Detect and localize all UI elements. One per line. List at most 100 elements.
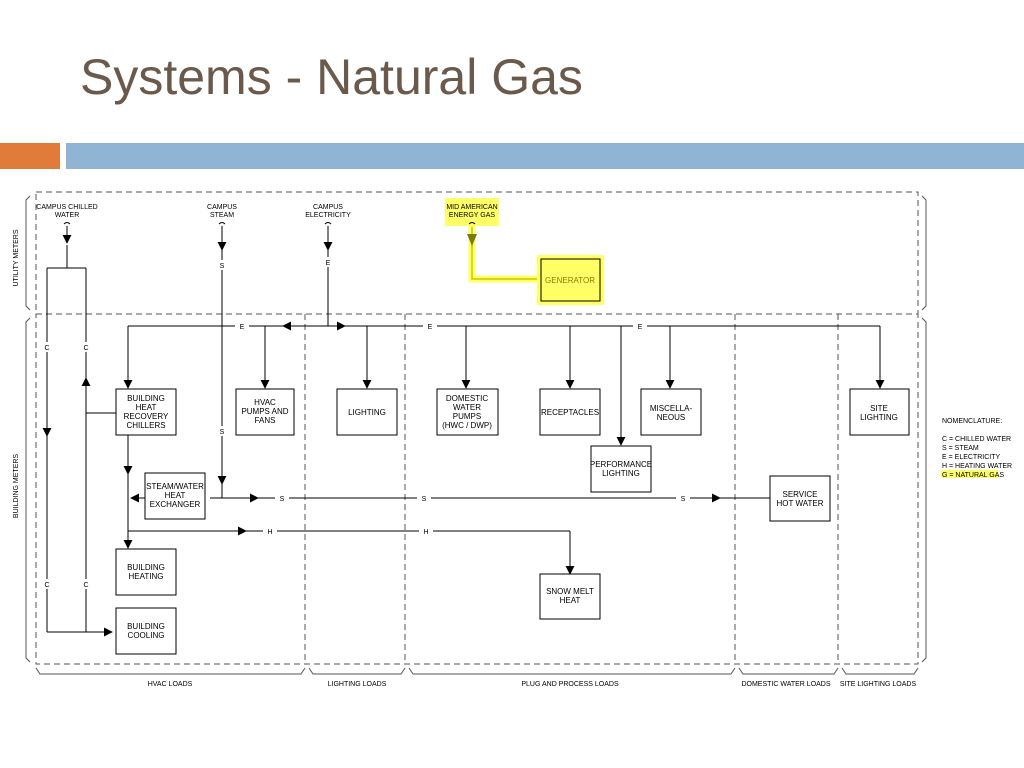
accent-bar	[0, 143, 60, 169]
load-label-hvac: HVAC LOADS	[148, 681, 193, 688]
chillers-line-1: BUILDING	[127, 394, 165, 403]
site-lighting-line-2: LIGHTING	[860, 413, 898, 422]
building-region	[35, 313, 919, 665]
slide-title: Systems - Natural Gas	[80, 49, 583, 105]
region-frames	[35, 191, 919, 665]
letter-s-2: S	[422, 496, 427, 503]
hvac-pumps-line-1: HVAC	[254, 398, 276, 407]
nomenclature-item-g: G = NATURAL GAS	[942, 472, 1004, 479]
load-label-domestic: DOMESTIC WATER LOADS	[741, 681, 830, 688]
source-chilled-water-line-1: CAMPUS CHILLED	[36, 204, 97, 211]
domestic-pumps-line-2: WATER	[453, 403, 481, 412]
nomenclature-item-e: E = ELECTRICITY	[942, 454, 1000, 461]
generator-line-1: GENERATOR	[545, 276, 595, 285]
letter-c-3: C	[44, 582, 49, 589]
domestic-pumps-line-4: (HWC / DWP)	[442, 421, 492, 430]
hot-water-line-1: SERVICE	[783, 490, 818, 499]
source-electricity-line-1: CAMPUS	[313, 204, 343, 211]
site-lighting-line-1: SITE	[870, 404, 888, 413]
receptacles-line-1: RECEPTACLES	[541, 408, 599, 417]
letter-c-2: C	[83, 345, 88, 352]
letter-h-1: H	[267, 529, 272, 536]
heating-box	[115, 548, 177, 596]
letter-s-steam-top: S	[220, 263, 225, 270]
misc-box	[640, 388, 702, 436]
cooling-box	[115, 607, 177, 655]
letter-s-1: S	[280, 496, 285, 503]
heating-line-1: BUILDING	[127, 563, 165, 572]
side-brackets	[25, 195, 927, 663]
nomenclature-gas-highlight	[941, 470, 998, 478]
cooling-line-2: COOLING	[128, 631, 165, 640]
exchanger-line-1: STEAM/WATER	[146, 482, 204, 491]
cooling-line-1: BUILDING	[127, 622, 165, 631]
site-lighting-box	[849, 388, 910, 436]
receptacles-label: RECEPTACLES	[541, 408, 599, 417]
gas-source-highlight	[445, 198, 499, 226]
chillers-box	[115, 388, 177, 436]
generator-box	[540, 258, 601, 302]
letter-s-steam-mid: S	[220, 429, 225, 436]
nomenclature-item-h: H = HEATING WATER	[942, 463, 1012, 470]
load-label-lighting: LIGHTING LOADS	[328, 681, 387, 688]
letter-e-electric-top: E	[326, 260, 331, 267]
load-brackets	[35, 667, 919, 675]
source-steam-line-1: CAMPUS	[207, 204, 237, 211]
performance-line-1: PERFORMANCE	[590, 460, 652, 469]
snow-melt-box	[539, 573, 601, 620]
source-chilled-water-line-2: WATER	[55, 212, 80, 219]
generator-label: GENERATOR	[545, 276, 595, 285]
letter-e-bus-1: E	[240, 324, 245, 331]
generator-highlight	[537, 255, 604, 305]
nomenclature-item-s: S = STEAM	[942, 445, 979, 452]
letter-e-bus-2: E	[428, 324, 433, 331]
receptacles-box	[539, 388, 601, 436]
meter-symbols	[63, 222, 476, 225]
exchanger-line-3: EXCHANGER	[150, 500, 201, 509]
chillers-line-2: HEAT	[136, 403, 157, 412]
gas-highlight-line	[468, 226, 541, 283]
letter-h-2: H	[423, 529, 428, 536]
building-meters-label: BUILDING METERS	[13, 454, 20, 519]
domestic-pumps-line-1: DOMESTIC	[446, 394, 488, 403]
flow-lines	[42, 226, 885, 637]
chillers-line-4: CHILLERS	[126, 421, 165, 430]
hvac-pumps-line-2: PUMPS AND	[241, 407, 288, 416]
equipment-boxes	[115, 258, 910, 655]
misc-label: MISCELLA-NEOUS	[650, 404, 693, 422]
hvac-pumps-line-3: FANS	[255, 416, 276, 425]
source-steam-line-2: STEAM	[210, 212, 234, 219]
source-gas-line-2: ENERGY GAS	[449, 212, 495, 219]
gas-meter-arrow	[467, 234, 477, 246]
lighting-box	[336, 388, 398, 436]
nomenclature-legend: NOMENCLATURE: C = CHILLED WATER S = STEA…	[941, 418, 1012, 479]
nomenclature-item-c: C = CHILLED WATER	[942, 436, 1011, 443]
letter-c-4: C	[83, 582, 88, 589]
exchanger-box	[144, 472, 206, 520]
misc-line-1: MISCELLA-	[650, 404, 693, 413]
gas-line	[471, 227, 541, 280]
hvac-pumps-box	[235, 388, 295, 436]
letter-s-3: S	[681, 496, 686, 503]
chillers-line-3: RECOVERY	[124, 412, 169, 421]
load-label-plug: PLUG AND PROCESS LOADS	[521, 681, 619, 688]
heating-line-2: HEATING	[129, 572, 164, 581]
letter-e-bus-3: E	[638, 324, 643, 331]
lighting-line-1: LIGHTING	[348, 408, 386, 417]
source-gas-line-1: MID AMERICAN	[446, 204, 497, 211]
domestic-pumps-box	[436, 388, 499, 436]
load-label-site: SITE LIGHTING LOADS	[840, 681, 917, 688]
header-bar	[66, 143, 1024, 169]
